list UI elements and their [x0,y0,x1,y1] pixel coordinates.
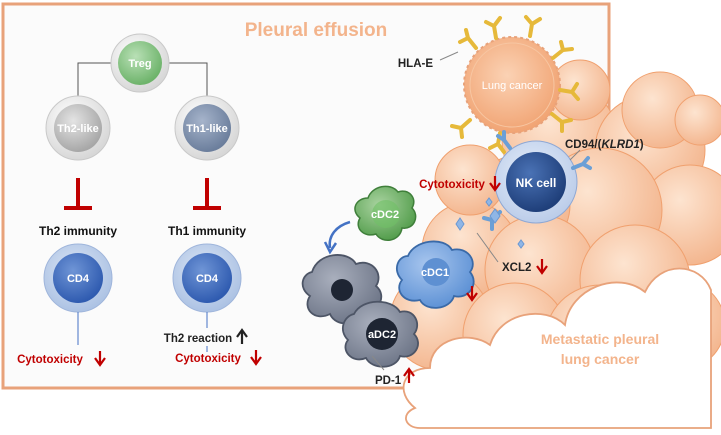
cdc2-to-adc2-arrow [328,220,351,249]
metastatic-cloud [402,267,712,429]
cdc1-cell: cDC1 [395,240,475,309]
cd94-pointer [569,149,581,161]
pd1-pointer [371,355,385,371]
cytotoxicity-nk-down-arrow [489,176,501,192]
xcl2-label: XCL2 [502,262,531,274]
cytotoxicity-right-label: Cytotoxicity [175,353,241,365]
th1-immunity-label: Th1 immunity [168,224,246,238]
nk-cell: NK cell [494,140,578,224]
xcl2-chemokines [455,197,525,249]
cdc1-label: cDC1 [421,267,449,279]
pd1-up-arrow [403,367,415,383]
cdc2-label: cDC2 [371,209,399,221]
treg-to-th1-line [168,62,208,96]
adc2-label: aDC2 [368,329,396,341]
xcl2-pointer [476,232,499,263]
th2-like-label: Th2-like [57,123,99,135]
cd94-suffix: ) [640,139,644,151]
cd4-cell-right: CD4 [172,243,242,313]
hla-e-receptors [450,15,580,154]
lung-cancer-label: Lung cancer [482,80,543,92]
pd1-label: PD-1 [375,375,402,387]
cd94-label: CD94/(KLRD1) [565,139,644,151]
metastatic-label-line1: Metastatic pleural [541,331,659,347]
hla-e-label: HLA-E [398,58,433,70]
th2-like-cell: Th2-like [45,95,111,161]
treg-cell: Treg [110,33,170,93]
inhibit-th2-arrow [64,178,92,210]
cytotoxicity-left-label: Cytotoxicity [17,354,83,366]
treg-to-th2-line [77,62,113,96]
cd94-gene: KLRD1 [601,139,639,151]
cd94-prefix: CD94/( [565,139,602,151]
cd4-right-label: CD4 [196,273,219,285]
th1-like-cell: Th1-like [174,95,240,161]
th1-like-label: Th1-like [186,123,228,135]
th2-immunity-label: Th2 immunity [39,224,117,238]
inhibit-th1-arrow [193,178,221,210]
lung-cancer-cell: Lung cancer [463,36,561,134]
cytotoxicity-left-down-arrow [94,351,106,367]
adc2-cell: aDC2 [341,300,419,368]
cytotoxicity-nk-label: Cytotoxicity [419,179,485,191]
cdc2-cell: cDC2 [354,185,417,241]
cdc1-down-arrow [466,286,478,302]
xcl2-down-arrow [536,259,548,275]
metastatic-label-line2: lung cancer [561,351,640,367]
cd4-cell-left: CD4 [43,243,113,313]
cytotoxicity-right-down-arrow [250,350,262,366]
th2-reaction-up-arrow [236,328,248,344]
cd4-left-label: CD4 [67,273,90,285]
cdc2-arrowhead [323,241,338,255]
hla-e-pointer [439,51,459,61]
nk-cell-label: NK cell [516,176,557,190]
th2-reaction-label: Th2 reaction [164,333,232,345]
treg-label: Treg [128,58,151,70]
pleural-effusion-title: Pleural effusion [245,20,388,41]
